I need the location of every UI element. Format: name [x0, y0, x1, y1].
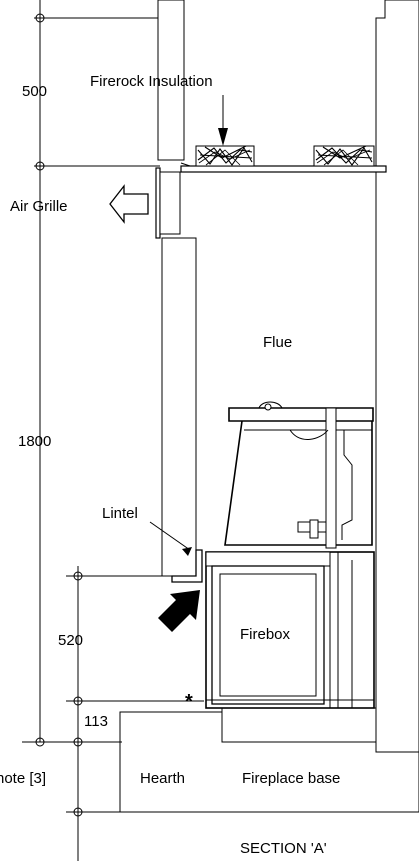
- air-grille: [155, 167, 161, 239]
- right-wall: [375, 0, 419, 753]
- fireplace-base-label: Fireplace base: [242, 770, 340, 787]
- firerock-insulation-blocks: [195, 145, 375, 167]
- lintel-pointer-head: [182, 547, 192, 556]
- firebox: [205, 551, 375, 709]
- fireplace-base: [221, 707, 377, 743]
- section-label: SECTION 'A': [240, 840, 327, 857]
- stove-upper: [224, 401, 374, 549]
- asterisk-marker: *: [185, 691, 193, 713]
- firebox-label: Firebox: [240, 626, 291, 643]
- hearth: [119, 711, 419, 813]
- air-inlet-arrow: [158, 590, 200, 632]
- dimension-1800: 1800: [18, 433, 51, 450]
- insulation-pointer-head: [218, 128, 228, 146]
- lintel-label: Lintel: [102, 505, 138, 522]
- flue-label: Flue: [263, 334, 292, 351]
- dimension-500: 500: [22, 83, 47, 100]
- air-grille-arrow: [109, 184, 149, 224]
- lintel: [171, 549, 203, 583]
- air-grille-frame: [159, 171, 181, 235]
- insulation-shelf: [180, 165, 387, 173]
- dimension-113: 113: [84, 713, 108, 730]
- hearth-label: Hearth: [140, 770, 185, 787]
- firerock-insulation-label: Firerock Insulation: [90, 73, 213, 90]
- dimension-520: 520: [58, 632, 83, 649]
- left-wall-lower: [161, 237, 197, 577]
- dimension-lines: [22, 0, 419, 861]
- left-wall-upper: [157, 0, 185, 161]
- air-grille-label: Air Grille: [10, 198, 68, 215]
- note-label: note [3]: [0, 770, 46, 787]
